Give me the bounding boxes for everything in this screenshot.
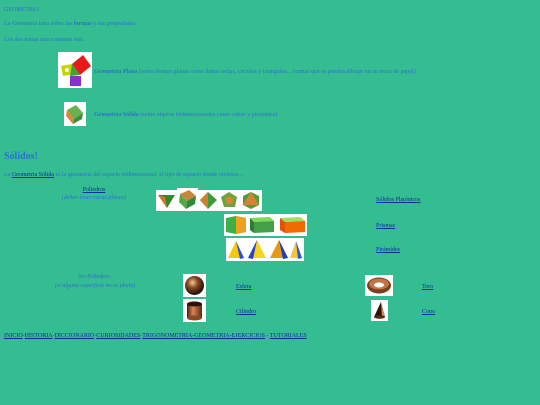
pyramids-link[interactable]: Pirámides: [376, 247, 400, 253]
cone-link[interactable]: Cono: [422, 309, 436, 315]
solid-geometry-link[interactable]: Geometria Sólida: [11, 172, 54, 178]
poliedros-label: Poliedros: [58, 186, 130, 194]
solids-intro: La Geometria Sólida es la geometria del …: [4, 171, 243, 179]
solids-heading: Sólidos!: [4, 151, 38, 162]
nav-sep: -: [264, 333, 270, 339]
topic-solid-title[interactable]: Geometria Sólida: [94, 112, 139, 118]
prisms-link[interactable]: Prismas: [376, 223, 396, 229]
solids-intro-post: es la geometria del espacio tridimension…: [53, 172, 243, 178]
prisms-thumb[interactable]: [224, 214, 307, 236]
solids-intro-pre: La: [4, 172, 12, 178]
topic-solid-desc: (sobre objetos tridimensionales como cub…: [138, 112, 278, 118]
cylinder-link[interactable]: Cilindro: [236, 309, 257, 315]
poliedros-link[interactable]: Poliedros: [82, 187, 106, 193]
solid-geometry-image[interactable]: [64, 102, 86, 126]
cylinder-thumb[interactable]: [183, 299, 206, 322]
footer-nav: INICIO-HISTORIA-DICCIONARIO-CURIOSIDADES…: [4, 332, 307, 340]
nav-sep: -: [94, 333, 97, 339]
no-poliedros-sub: (si alguna superficie no es plana): [54, 283, 136, 289]
nav-sep: -: [22, 333, 25, 339]
nav-tutoriales[interactable]: TUTORIALES: [269, 333, 307, 339]
nav-historia[interactable]: HISTORIA: [24, 333, 53, 339]
dodecahedron-thumb[interactable]: [219, 190, 240, 211]
nav-sep: -: [52, 333, 55, 339]
plane-geometry-image[interactable]: [58, 52, 92, 88]
pyramids-thumb[interactable]: [226, 238, 304, 261]
nav-ejercicios[interactable]: TRIGONOMETRIA-GEOMETRIA-EJERCICIOS: [142, 333, 265, 339]
cone-thumb[interactable]: [371, 300, 388, 321]
sphere-link[interactable]: Esfera: [236, 284, 252, 290]
topic-solid: Geometria Sólida (sobre objetos tridimen…: [94, 111, 277, 119]
platonic-solids-link[interactable]: Sólidos Platónicos: [376, 197, 421, 203]
intro-pre: La Geometria trata sobre las: [4, 21, 74, 27]
sphere-thumb[interactable]: [183, 274, 206, 297]
cube-thumb[interactable]: [177, 188, 198, 211]
icosahedron-thumb[interactable]: [240, 190, 262, 211]
intro-post: y sus propiedades.: [91, 21, 138, 27]
nav-diccionario[interactable]: DICCIONARIO: [54, 333, 95, 339]
page-title: GEOMETRIA: [4, 7, 40, 13]
nav-inicio[interactable]: INICIO: [4, 333, 23, 339]
intro-text: La Geometria trata sobre las formas y su…: [4, 20, 137, 28]
topic-plane: Geometria Plana (sobre formas planas com…: [94, 68, 416, 76]
intro-bold: formas: [73, 21, 92, 27]
subintro-text: Los dos temas más comunes son:: [4, 37, 84, 43]
torus-link[interactable]: Toro: [422, 284, 434, 290]
nav-curiosidades[interactable]: CURIOSIDADES: [96, 333, 141, 339]
torus-thumb[interactable]: [365, 275, 393, 296]
tetrahedron-thumb[interactable]: [156, 190, 177, 211]
octahedron-thumb[interactable]: [198, 190, 219, 211]
no-poliedros-label: No Poliedros: [78, 274, 110, 280]
topic-plane-desc: (sobre formas planas como lineas rectas,…: [137, 69, 416, 75]
poliedros-sub: (deben tener caras planas): [61, 195, 127, 201]
nav-sep: -: [140, 333, 143, 339]
topic-plane-title[interactable]: Geometria Plana: [94, 69, 138, 75]
